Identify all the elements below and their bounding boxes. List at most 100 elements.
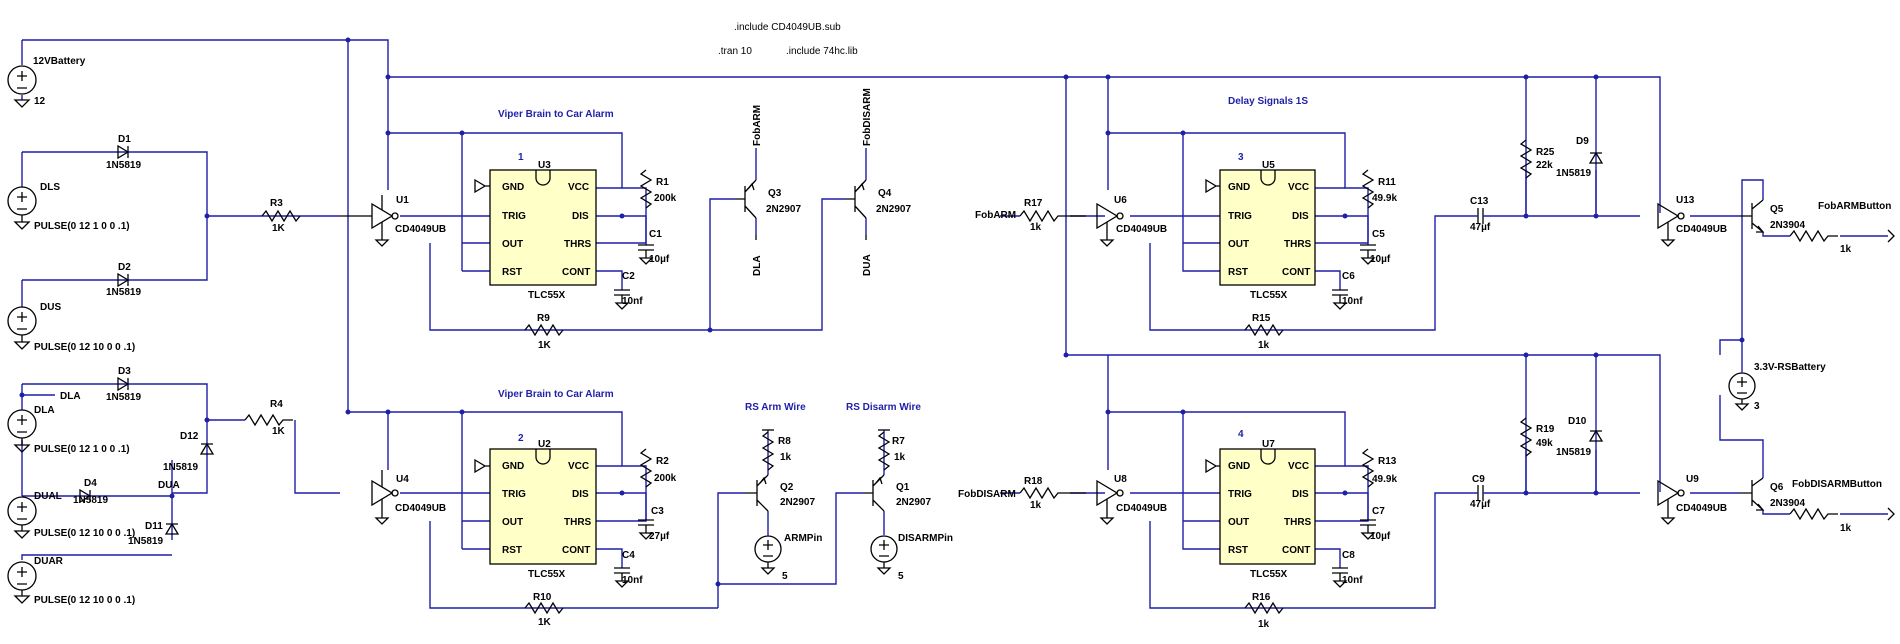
diode-d1[interactable] xyxy=(117,144,130,160)
resistor-r4[interactable] xyxy=(244,413,293,427)
source-duar[interactable] xyxy=(7,561,37,604)
capacitor-c3-name: C3 xyxy=(651,506,664,517)
capacitor-c9-name: C9 xyxy=(1472,474,1485,485)
junction-dots xyxy=(19,37,1745,587)
capacitor-c13-value: 47µf xyxy=(1470,222,1491,233)
resistor-r17[interactable] xyxy=(1019,209,1086,223)
capacitor-c6-value: 10nf xyxy=(1342,296,1363,307)
timer-u3-number: 1 xyxy=(518,152,524,163)
capacitor-c5[interactable] xyxy=(1360,244,1376,265)
inverter-u9-name: U9 xyxy=(1686,474,1699,485)
timer-u2[interactable] xyxy=(474,448,597,565)
capacitor-c4[interactable] xyxy=(614,567,630,588)
inverter-u6[interactable] xyxy=(1096,202,1124,247)
resistor-r2-name: R2 xyxy=(656,456,669,467)
timer-u7[interactable] xyxy=(1205,448,1316,565)
transistor-q3-name: Q3 xyxy=(768,188,782,199)
resistor-r19-value: 49k xyxy=(1536,438,1553,449)
timer-u5-name: U5 xyxy=(1262,160,1275,171)
timer-u5[interactable] xyxy=(1205,169,1316,286)
inverter-u8[interactable] xyxy=(1096,479,1124,525)
transistor-q4[interactable] xyxy=(845,179,867,219)
diode-d3[interactable] xyxy=(117,376,130,392)
timer-u3[interactable] xyxy=(474,169,597,286)
pin-thrs: THRS xyxy=(1284,517,1312,528)
resistor-r8[interactable] xyxy=(761,429,775,471)
transistor-q4-part: 2N2907 xyxy=(876,204,911,215)
resistor-r9[interactable] xyxy=(524,323,564,337)
diode-d12[interactable] xyxy=(199,442,215,455)
source-dual[interactable] xyxy=(7,496,37,539)
capacitor-c1-value: 10µf xyxy=(649,254,670,265)
diode-d11[interactable] xyxy=(164,522,180,535)
pin-trig: TRIG xyxy=(1228,489,1252,500)
resistor-r3-value: 1K xyxy=(272,223,286,234)
source-dla[interactable] xyxy=(7,409,37,453)
diode-d2[interactable] xyxy=(117,272,130,288)
inverter-u4[interactable] xyxy=(371,470,399,525)
resistor-r11[interactable] xyxy=(1361,169,1375,209)
resistor-r5-out[interactable] xyxy=(1789,229,1838,243)
capacitor-c8[interactable] xyxy=(1332,567,1348,588)
pin-out: OUT xyxy=(1228,517,1249,528)
battery-12v[interactable] xyxy=(7,65,37,108)
transistor-q3[interactable] xyxy=(735,179,757,219)
source-dls[interactable] xyxy=(7,186,37,230)
resistor-r13[interactable] xyxy=(1361,448,1375,488)
resistor-r3-name: R3 xyxy=(270,198,283,209)
output-arrow-arm xyxy=(1887,229,1895,243)
capacitor-c6[interactable] xyxy=(1332,289,1348,310)
inverter-u1[interactable] xyxy=(340,195,399,247)
capacitor-c1-name: C1 xyxy=(649,229,662,240)
resistor-r10[interactable] xyxy=(524,601,564,615)
inverter-u13-part: CD4049UB xyxy=(1676,224,1727,235)
diode-d10[interactable] xyxy=(1588,429,1604,442)
source-armpin[interactable] xyxy=(754,535,782,575)
diode-d4-part: 1N5819 xyxy=(73,495,108,506)
resistor-r25-name: R25 xyxy=(1536,147,1555,158)
pin-thrs: THRS xyxy=(564,517,592,528)
net-fobdisarm-input: FobDISARM xyxy=(958,489,1016,500)
net-fobarmbutton: FobARMButton xyxy=(1818,201,1891,212)
diode-d3-name: D3 xyxy=(118,366,131,377)
capacitor-c3[interactable] xyxy=(638,519,654,540)
resistor-r15[interactable] xyxy=(1244,323,1284,337)
pin-trig: TRIG xyxy=(502,211,526,222)
transistor-q2[interactable] xyxy=(745,474,769,512)
resistor-r4-value: 1K xyxy=(272,426,286,437)
resistor-r1[interactable] xyxy=(639,169,653,209)
source-armpin-value: 5 xyxy=(782,571,788,582)
inverter-u13[interactable] xyxy=(1657,202,1685,247)
capacitor-c13[interactable] xyxy=(1466,208,1490,224)
capacitor-c2[interactable] xyxy=(614,289,630,310)
capacitor-c4-name: C4 xyxy=(622,550,635,561)
resistor-r7[interactable] xyxy=(877,429,891,471)
capacitor-c9[interactable] xyxy=(1466,485,1490,501)
inverter-u9[interactable] xyxy=(1657,479,1685,525)
transistor-q5[interactable] xyxy=(1740,199,1765,233)
pin-thrs: THRS xyxy=(1284,239,1312,250)
resistor-r19-name: R19 xyxy=(1536,424,1555,435)
resistor-r16[interactable] xyxy=(1244,601,1284,615)
timer-u5-part: TLC55X xyxy=(1250,290,1288,301)
resistor-r6-out[interactable] xyxy=(1789,507,1838,521)
capacitor-c1[interactable] xyxy=(638,244,654,265)
resistor-r15-name: R15 xyxy=(1252,313,1271,324)
battery-3v3-rs[interactable] xyxy=(1728,340,1756,411)
resistor-r19[interactable] xyxy=(1519,417,1533,457)
source-dus[interactable] xyxy=(7,306,37,350)
transistor-q1[interactable] xyxy=(863,474,885,512)
capacitor-c7[interactable] xyxy=(1360,519,1376,540)
resistor-r3[interactable] xyxy=(261,209,301,223)
source-disarmpin[interactable] xyxy=(870,535,898,575)
capacitor-c13-name: C13 xyxy=(1470,196,1489,207)
pin-dis: DIS xyxy=(572,489,589,500)
pin-thrs: THRS xyxy=(564,239,592,250)
resistor-r18[interactable] xyxy=(1019,486,1086,500)
resistor-r2[interactable] xyxy=(639,448,653,488)
diode-d9[interactable] xyxy=(1588,151,1604,164)
diode-d4[interactable] xyxy=(79,488,92,504)
transistor-q6[interactable] xyxy=(1740,477,1765,511)
resistor-r25[interactable] xyxy=(1519,139,1533,179)
